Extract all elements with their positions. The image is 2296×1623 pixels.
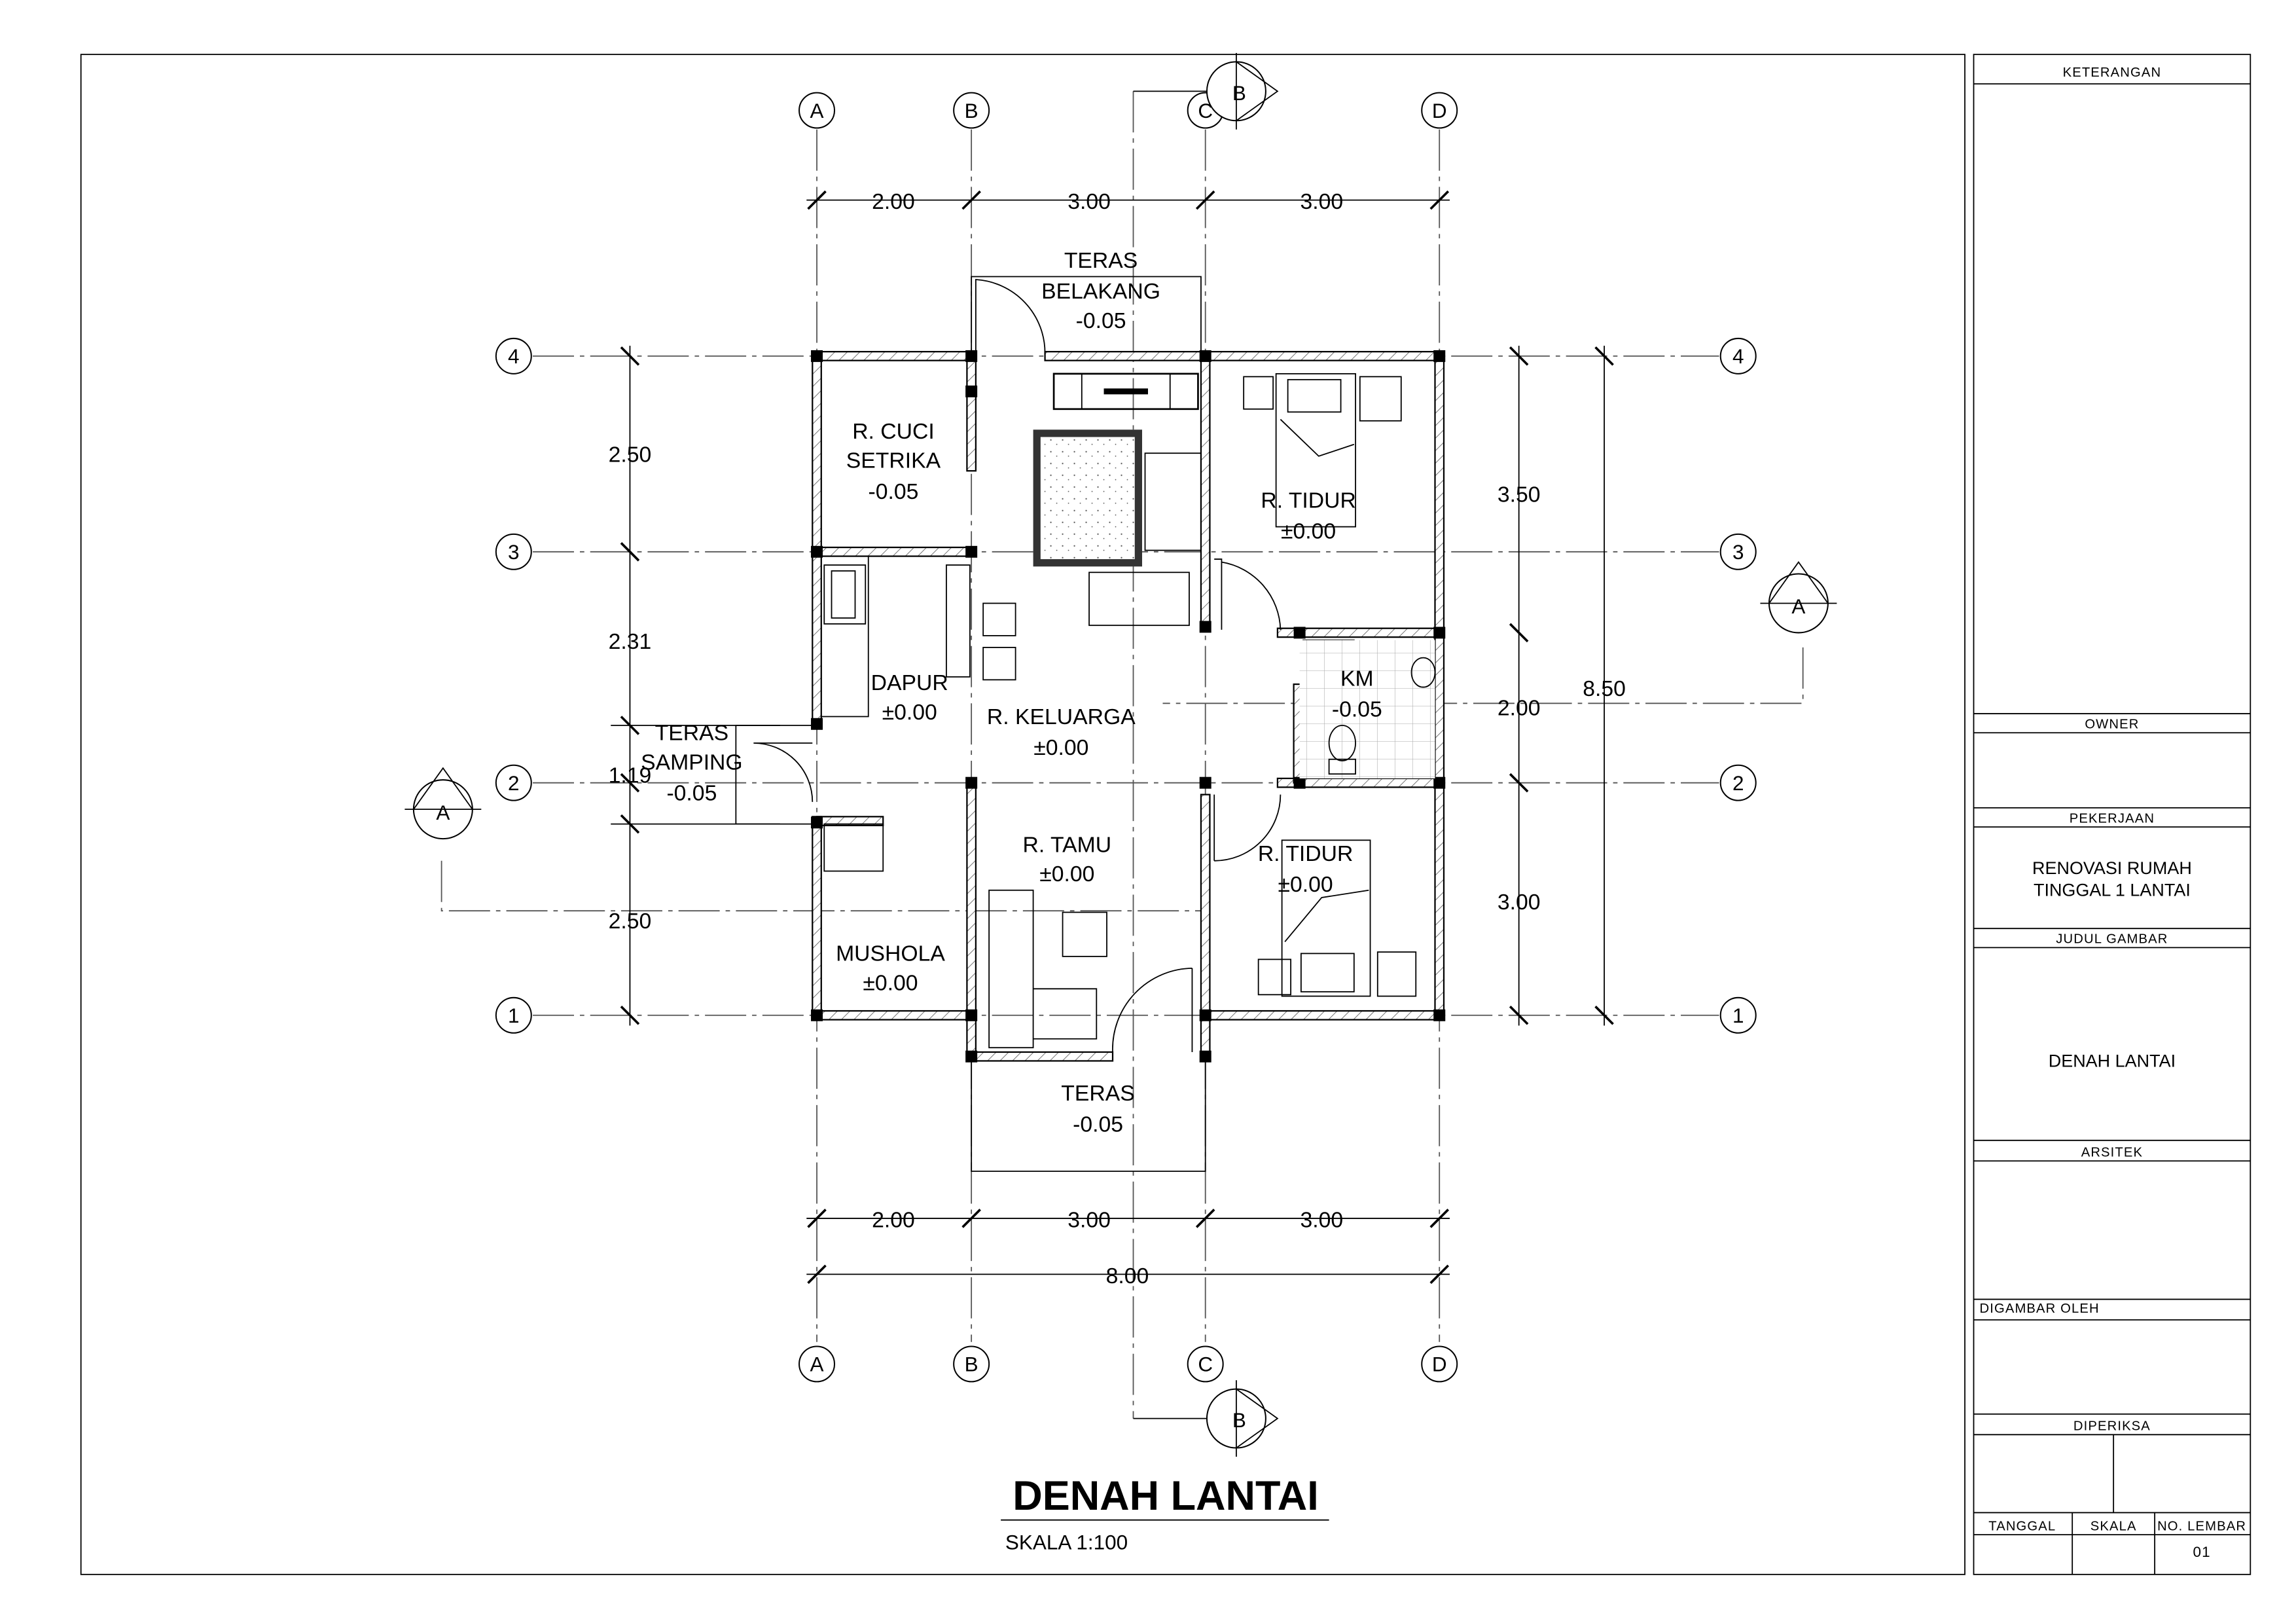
project-name-line2: TINGGAL 1 LANTAI <box>2034 881 2191 900</box>
grid-label-1-right: 1 <box>1732 1004 1744 1027</box>
svg-text:TERAS: TERAS <box>1061 1081 1134 1106</box>
svg-text:3.00: 3.00 <box>1498 890 1541 915</box>
svg-text:3.00: 3.00 <box>1067 189 1111 214</box>
project-name-line1: RENOVASI RUMAH <box>2032 858 2192 878</box>
svg-text:3.00: 3.00 <box>1300 189 1344 214</box>
svg-text:3.00: 3.00 <box>1067 1207 1111 1232</box>
svg-text:TERAS: TERAS <box>1064 248 1138 273</box>
svg-text:B: B <box>1232 82 1246 105</box>
svg-text:±0.00: ±0.00 <box>1281 519 1336 544</box>
svg-text:±0.00: ±0.00 <box>1278 872 1333 897</box>
grid-label-c: C <box>1198 100 1213 122</box>
svg-text:R. TAMU: R. TAMU <box>1023 832 1112 857</box>
drawing-frame <box>80 54 1965 1575</box>
doors <box>753 279 1355 1052</box>
svg-text:SETRIKA: SETRIKA <box>846 448 941 473</box>
svg-text:KM: KM <box>1340 666 1374 691</box>
svg-text:±0.00: ±0.00 <box>863 971 918 996</box>
svg-text:SAMPING: SAMPING <box>641 750 743 775</box>
title-block: KETERANGAN OWNER PEKERJAAN RENOVASI RUMA… <box>1973 65 2251 1575</box>
keterangan-label: KETERANGAN <box>2063 65 2162 80</box>
svg-text:-0.05: -0.05 <box>869 479 919 504</box>
furniture <box>821 373 1436 1049</box>
owner-label: OWNER <box>2085 718 2139 732</box>
grid-label-4: 4 <box>508 345 520 368</box>
grid-lines <box>440 90 1804 1419</box>
svg-text:2.50: 2.50 <box>609 443 652 467</box>
drawing-title-value: DENAH LANTAI <box>2049 1051 2176 1070</box>
svg-text:±0.00: ±0.00 <box>882 700 937 725</box>
svg-text:-0.05: -0.05 <box>1076 308 1126 333</box>
svg-text:MUSHOLA: MUSHOLA <box>836 941 945 966</box>
svg-text:BELAKANG: BELAKANG <box>1041 279 1160 304</box>
section-mark-a-left: A <box>404 767 482 840</box>
grid-label-a-bottom: A <box>810 1353 824 1376</box>
title-block-frame <box>1973 54 2251 1575</box>
drawing-title: DENAH LANTAI <box>1013 1473 1318 1519</box>
room-labels: TERAS BELAKANG -0.05 R. CUCI SETRIKA -0.… <box>641 248 1382 1137</box>
grid-label-3: 3 <box>508 541 520 564</box>
grid-label-2-right: 2 <box>1732 772 1744 795</box>
svg-text:2.50: 2.50 <box>609 909 652 934</box>
svg-text:2.00: 2.00 <box>872 1207 915 1232</box>
grid-label-1: 1 <box>508 1004 520 1027</box>
section-markers: A A B B <box>404 52 1837 1457</box>
dimension-labels: 2.00 3.00 3.00 2.00 3.00 3.00 8.00 2.50 … <box>609 189 1626 1288</box>
svg-text:A: A <box>436 801 450 824</box>
svg-text:3.50: 3.50 <box>1498 482 1541 507</box>
svg-text:±0.00: ±0.00 <box>1033 735 1088 760</box>
svg-text:2.00: 2.00 <box>872 189 915 214</box>
grid-label-d-bottom: D <box>1432 1353 1447 1376</box>
svg-text:R. TIDUR: R. TIDUR <box>1261 488 1356 513</box>
pekerjaan-label: PEKERJAAN <box>2070 811 2155 826</box>
digambar-oleh-label: DIGAMBAR OLEH <box>1980 1302 2100 1316</box>
grid-label-a: A <box>810 100 824 122</box>
grid-label-3-right: 3 <box>1732 541 1744 564</box>
section-mark-b-top: B <box>1206 52 1279 130</box>
svg-text:±0.00: ±0.00 <box>1039 862 1094 886</box>
svg-text:-0.05: -0.05 <box>1073 1112 1123 1137</box>
diperiksa-label: DIPERIKSA <box>2073 1419 2151 1434</box>
svg-text:B: B <box>1232 1409 1246 1432</box>
skala-label: SKALA <box>2090 1519 2137 1533</box>
columns <box>811 350 1446 1063</box>
svg-text:1.19: 1.19 <box>609 763 652 788</box>
grid-label-c-bottom: C <box>1198 1353 1213 1376</box>
svg-text:TERAS: TERAS <box>655 721 728 746</box>
svg-text:2.00: 2.00 <box>1498 695 1541 720</box>
section-mark-a-right: A <box>1760 561 1837 634</box>
svg-text:R. CUCI: R. CUCI <box>852 419 935 444</box>
section-mark-b-bottom: B <box>1206 1380 1279 1457</box>
svg-text:R. TIDUR: R. TIDUR <box>1258 841 1354 866</box>
grid-bubbles: A B C D A B C D 4 3 2 1 4 3 2 1 <box>495 92 1757 1383</box>
grid-label-d: D <box>1432 100 1447 122</box>
judul-gambar-label: JUDUL GAMBAR <box>2056 932 2168 947</box>
svg-text:DAPUR: DAPUR <box>871 670 948 695</box>
svg-text:-0.05: -0.05 <box>666 781 717 806</box>
svg-text:8.00: 8.00 <box>1106 1264 1149 1288</box>
no-lembar-label: NO. LEMBAR <box>2157 1519 2246 1533</box>
dimension-lines <box>611 190 1614 1285</box>
grid-label-b: B <box>965 100 978 122</box>
grid-label-2: 2 <box>508 772 520 795</box>
arsitek-label: ARSITEK <box>2081 1146 2143 1160</box>
tanggal-label: TANGGAL <box>1988 1519 2056 1533</box>
grid-label-4-right: 4 <box>1732 345 1744 368</box>
svg-text:-0.05: -0.05 <box>1332 697 1382 722</box>
svg-text:A: A <box>1791 595 1805 618</box>
no-lembar-value: 01 <box>2193 1544 2210 1560</box>
svg-text:8.50: 8.50 <box>1583 676 1626 701</box>
drawing-scale: SKALA 1:100 <box>1005 1531 1128 1554</box>
terrace-outlines <box>735 276 1206 1172</box>
grid-label-b-bottom: B <box>965 1353 978 1376</box>
svg-text:2.31: 2.31 <box>609 629 652 654</box>
svg-text:3.00: 3.00 <box>1300 1207 1344 1232</box>
svg-text:R. KELUARGA: R. KELUARGA <box>987 704 1136 729</box>
